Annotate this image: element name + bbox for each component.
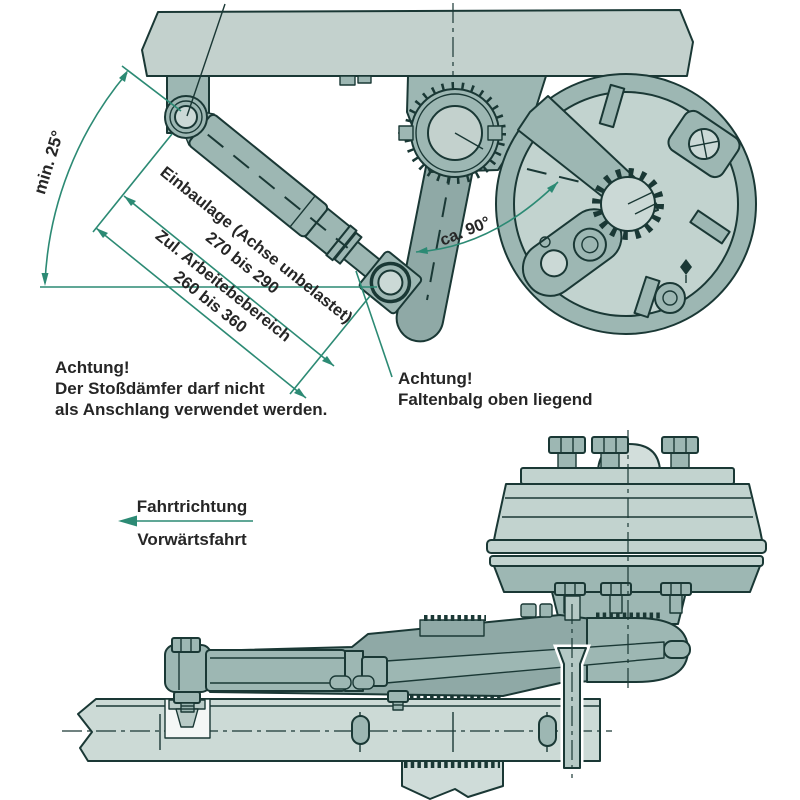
backplate-bolt	[654, 282, 686, 314]
direction-annotation: Fahrtrichtung Vorwärtsfahrt	[118, 497, 253, 549]
bracket-bolt	[660, 582, 692, 614]
section-leader-line	[186, 3, 226, 117]
warning-shock-line2: Der Stoßdämfer darf nicht	[55, 379, 265, 398]
lower-extension	[289, 295, 371, 395]
shock-body-side	[205, 649, 347, 692]
direction-label-bottom: Vorwärtsfahrt	[137, 530, 247, 549]
work-dim-line	[95, 227, 307, 399]
backplate-hole	[539, 236, 551, 248]
bellows-leader-line	[355, 270, 393, 378]
beam-tab	[357, 75, 372, 84]
clevis-nut	[173, 691, 201, 704]
clevis-bolt-head	[171, 637, 201, 653]
shock-centerline	[207, 133, 349, 249]
clevis-thread	[180, 702, 195, 713]
shock-lower-eye	[369, 261, 412, 304]
install-dim-line	[123, 195, 335, 367]
rod-end-thread	[392, 701, 404, 711]
warning-shock-text: Achtung! Der Stoßdämfer darf nicht als A…	[55, 358, 327, 419]
chassis-rail	[77, 698, 601, 762]
axle-tube-ring	[398, 82, 506, 184]
axis-extension	[121, 65, 182, 112]
arm-clamp	[419, 619, 485, 637]
warning-shock-line1: Achtung!	[55, 358, 130, 377]
warning-bellows-text: Achtung! Faltenbalg oben liegend	[398, 369, 593, 409]
shock-absorber-side	[164, 637, 409, 713]
drum-flange	[486, 539, 767, 554]
adjuster-boss	[667, 109, 741, 179]
min-angle-arc	[44, 72, 128, 284]
rod-end-nut	[387, 690, 409, 703]
rail-slot-hole	[351, 715, 370, 745]
side-view-drawing: Fahrtrichtung Vorwärtsfahrt	[62, 430, 767, 800]
drum-splined-hub	[592, 168, 664, 240]
wheel-cylinder	[521, 208, 623, 297]
upper-extension	[92, 133, 173, 233]
warning-bellows-line2: Faltenbalg oben liegend	[398, 390, 593, 409]
direction-label-top: Fahrtrichtung	[137, 497, 248, 516]
top-view-drawing: min. 25° Einbaulage (Achse unbelastet) 2…	[30, 3, 757, 419]
bracket-bolt	[600, 582, 632, 614]
beam-tab	[339, 75, 356, 86]
dimension-annotations	[40, 65, 559, 399]
grease-nipple	[680, 259, 692, 275]
axle-rod-knob	[663, 640, 691, 659]
approx-angle-arc	[415, 181, 559, 253]
arm-bolt	[539, 603, 553, 618]
drum-dash-line	[526, 168, 598, 187]
min-angle-label: min. 25°	[30, 128, 67, 196]
rod-clamp	[329, 675, 352, 690]
drum-ring	[489, 555, 764, 567]
brake-drum-side	[486, 436, 767, 593]
rail-slot-hole	[538, 715, 557, 747]
rod-clamp	[352, 675, 375, 690]
vertical-link-bar	[552, 595, 592, 778]
trailing-arm	[395, 135, 479, 343]
chassis-beam	[141, 9, 694, 77]
direction-arrow-head	[118, 515, 137, 527]
shock-upper-eye	[164, 95, 208, 139]
arm-bolt	[520, 603, 537, 618]
warning-bellows-line1: Achtung!	[398, 369, 473, 388]
warning-shock-line3: als Anschlang verwendet werden.	[55, 400, 327, 419]
trailing-arm-centerline	[426, 164, 453, 301]
